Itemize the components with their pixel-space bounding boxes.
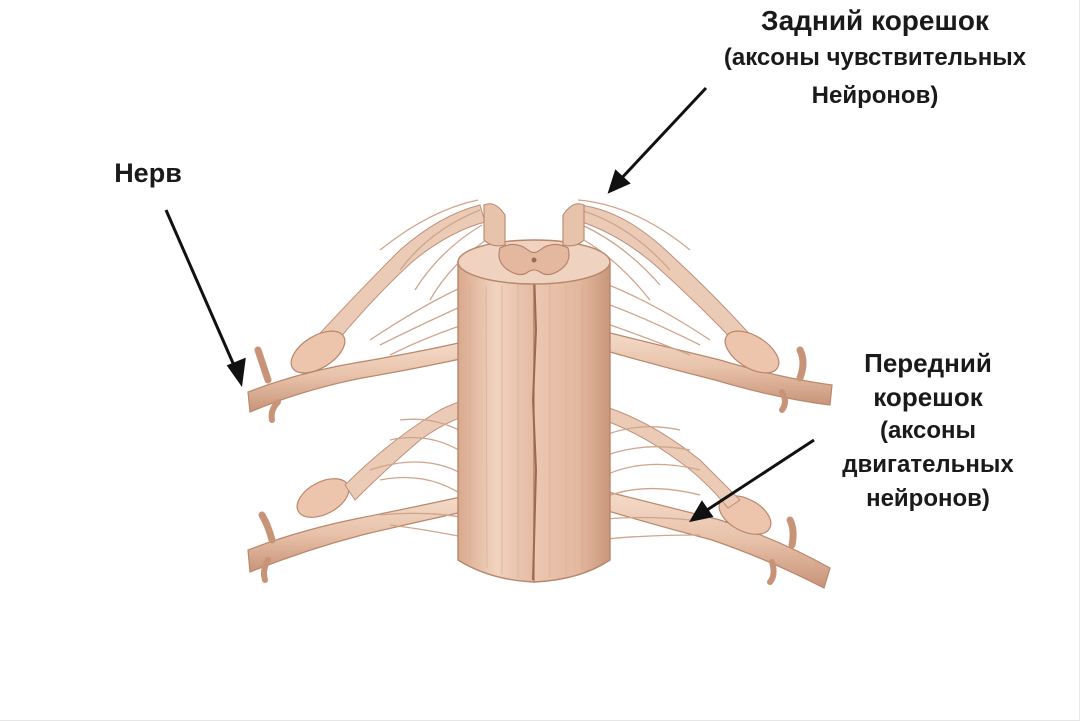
upper-left-nerve — [247, 339, 475, 413]
ventral-root-title-line1: Передний — [864, 348, 992, 378]
ventral-root-desc-line1: (аксоны — [879, 417, 977, 444]
nerve-label: Нерв — [114, 158, 182, 188]
ventral-root-arrow — [703, 438, 815, 514]
upper-right-ganglion — [724, 330, 780, 374]
ventral-root-desc-line3: нейронов) — [866, 485, 990, 512]
upper-right-nerve — [595, 329, 833, 406]
lower-left-ganglion — [296, 478, 350, 518]
spinal-cord-right-half — [533, 261, 611, 583]
lower-nerve-pair — [247, 398, 831, 589]
upper-nerve-fibers — [369, 199, 711, 356]
ventral-root-desc-line2: двигательных — [842, 451, 1014, 478]
upper-left-ganglion — [290, 330, 346, 374]
pointer-arrows — [164, 86, 815, 523]
spinal-cord-segment — [457, 203, 611, 583]
spinal-cord-left-half — [457, 261, 535, 583]
ventral-root-label: Передний корешок (аксоны двигательных не… — [826, 346, 1030, 516]
dorsal-root-arrow — [616, 86, 708, 184]
ventral-root-title-line2: корешок — [873, 382, 983, 412]
nerve-arrow — [164, 209, 238, 371]
dorsal-root-desc-line1: (аксоны чувствительных — [723, 44, 1027, 71]
dorsal-root-title: Задний корешок — [761, 5, 989, 36]
lower-right-nerve — [597, 489, 831, 589]
dorsal-root-label: Задний корешок (аксоны чувствительных Не… — [700, 2, 1050, 115]
upper-nerve-pair — [247, 204, 833, 423]
dorsal-root-desc-line2: Нейронов) — [811, 82, 939, 109]
lower-left-nerve — [247, 494, 473, 573]
